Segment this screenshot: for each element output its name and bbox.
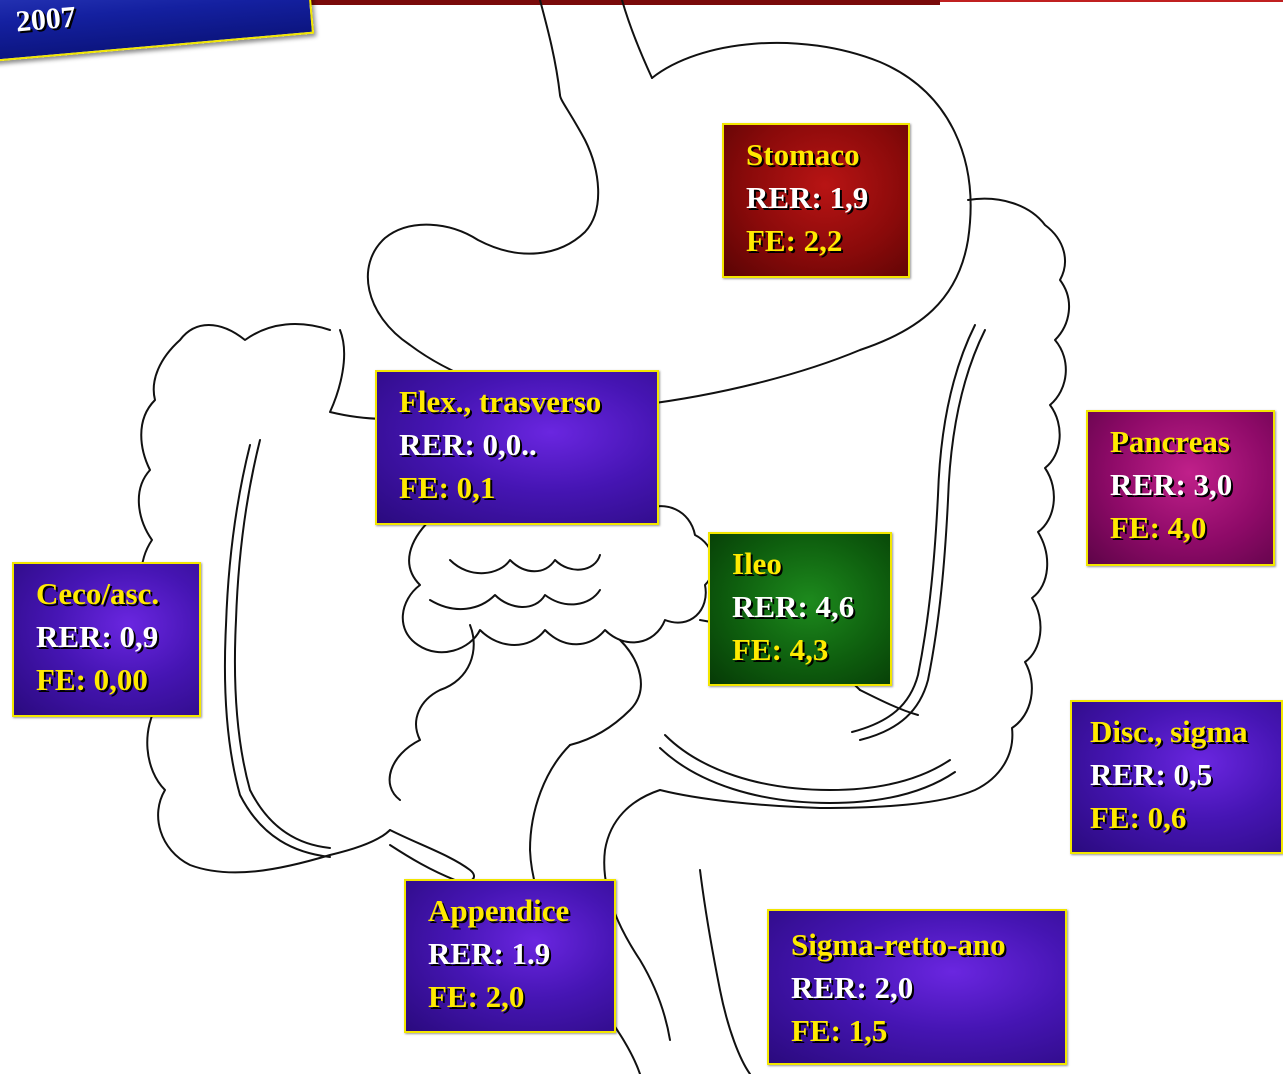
- label-flex-trasverso: Flex., trasverso RER: 0,0.. FE: 0,1: [375, 370, 659, 525]
- label-disc-sigma-rer: RER: 0,5: [1090, 753, 1281, 796]
- label-ceco-asc-fe: FE: 0,00: [36, 658, 199, 701]
- label-stomaco-fe: FE: 2,2: [746, 219, 908, 262]
- label-disc-sigma: Disc., sigma RER: 0,5 FE: 0,6: [1070, 700, 1283, 854]
- label-stomaco-title: Stomaco: [746, 133, 908, 176]
- label-ceco-asc-rer: RER: 0,9: [36, 615, 199, 658]
- label-stomaco-rer: RER: 1,9: [746, 176, 908, 219]
- label-flex-trasverso-title: Flex., trasverso: [399, 380, 657, 423]
- label-ileo-fe: FE: 4,3: [732, 628, 890, 671]
- descending-colon-outline: [660, 199, 1069, 808]
- label-ceco-asc: Ceco/asc. RER: 0,9 FE: 0,00: [12, 562, 201, 717]
- label-stomaco: Stomaco RER: 1,9 FE: 2,2: [722, 123, 910, 278]
- label-disc-sigma-title: Disc., sigma: [1090, 710, 1281, 753]
- label-flex-trasverso-fe: FE: 0,1: [399, 466, 657, 509]
- label-pancreas-title: Pancreas: [1110, 420, 1273, 463]
- label-pancreas-rer: RER: 3,0: [1110, 463, 1273, 506]
- label-sigma-retto-ano-rer: RER: 2,0: [791, 966, 1065, 1009]
- label-ileo-rer: RER: 4,6: [732, 585, 890, 628]
- label-appendice-fe: FE: 2,0: [428, 975, 614, 1018]
- label-ileo-title: Ileo: [732, 542, 890, 585]
- label-sigma-retto-ano-fe: FE: 1,5: [791, 1009, 1065, 1052]
- label-appendice-rer: RER: 1.9: [428, 932, 614, 975]
- label-pancreas: Pancreas RER: 3,0 FE: 4,0: [1086, 410, 1275, 566]
- label-sigma-retto-ano: Sigma-retto-ano RER: 2,0 FE: 1,5: [767, 909, 1067, 1065]
- label-sigma-retto-ano-title: Sigma-retto-ano: [791, 923, 1065, 966]
- label-pancreas-fe: FE: 4,0: [1110, 506, 1273, 549]
- label-appendice: Appendice RER: 1.9 FE: 2,0: [404, 879, 616, 1033]
- label-disc-sigma-fe: FE: 0,6: [1090, 796, 1281, 839]
- label-ceco-asc-title: Ceco/asc.: [36, 572, 199, 615]
- appendix-outline: [390, 830, 474, 882]
- label-ileo: Ileo RER: 4,6 FE: 4,3: [708, 532, 892, 686]
- label-appendice-title: Appendice: [428, 889, 614, 932]
- label-flex-trasverso-rer: RER: 0,0..: [399, 423, 657, 466]
